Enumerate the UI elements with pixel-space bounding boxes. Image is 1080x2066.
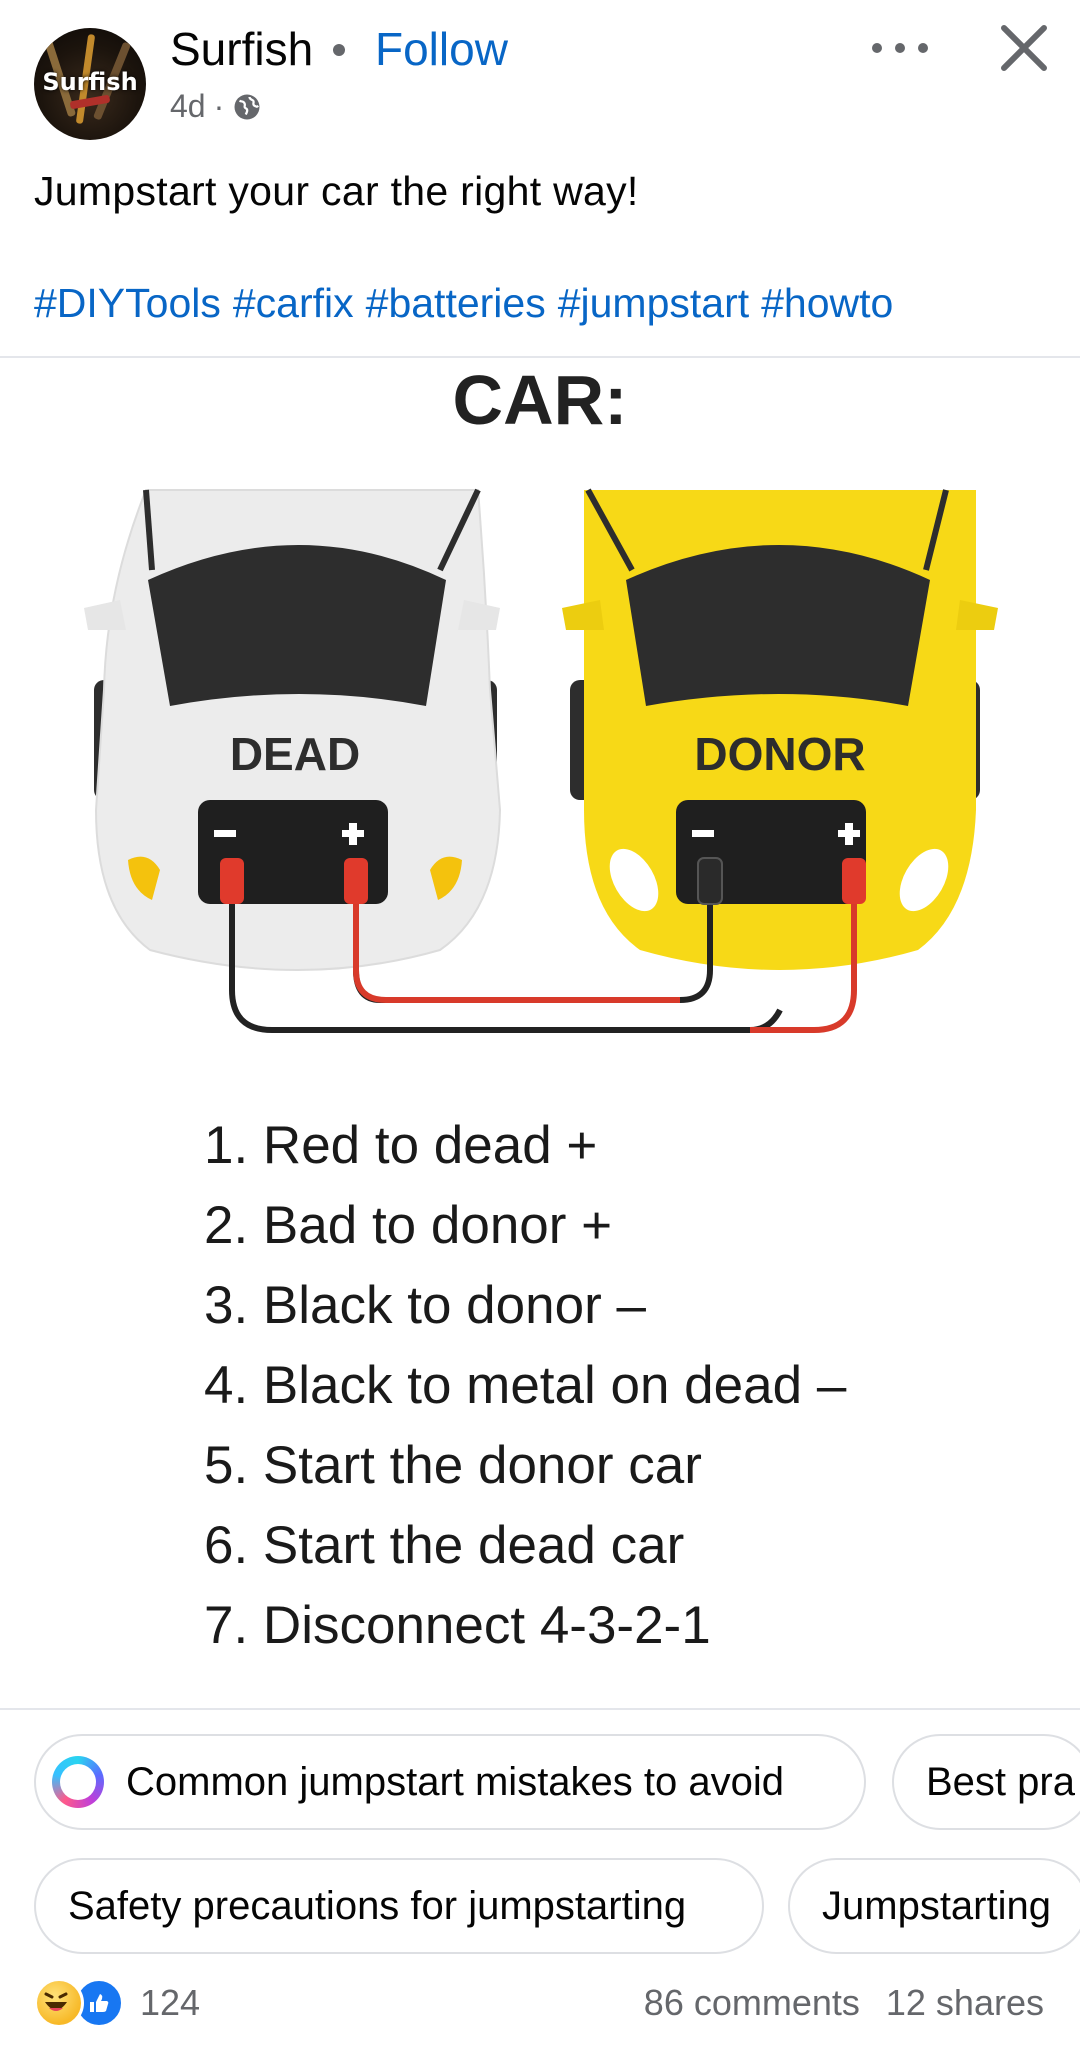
author-name[interactable]: Surfish xyxy=(170,23,314,75)
step-item: 1. Red to dead + xyxy=(204,1116,598,1175)
reactions-summary[interactable]: 124 xyxy=(34,1978,200,2028)
follow-button[interactable]: Follow xyxy=(375,23,508,75)
meta-dot: · xyxy=(213,88,225,124)
jumpstart-diagram: DEAD DONOR xyxy=(84,488,998,1033)
step-item: 6. Start the dead car xyxy=(204,1516,685,1575)
more-options-icon[interactable] xyxy=(872,34,928,62)
related-chip[interactable]: Common jumpstart mistakes to avoid xyxy=(34,1734,866,1830)
close-icon[interactable] xyxy=(996,20,1052,76)
engagement-stats: 86 comments 12 shares xyxy=(644,1982,1044,2024)
divider xyxy=(0,356,1080,358)
red-cable-donor xyxy=(750,890,857,1033)
black-cable xyxy=(229,890,783,1033)
chip-label: Common jumpstart mistakes to avoid xyxy=(126,1759,785,1804)
reaction-count: 124 xyxy=(140,1982,201,2023)
post-caption: Jumpstart your car the right way! xyxy=(34,168,639,214)
chip-label: Best pra xyxy=(926,1759,1075,1804)
red-cable xyxy=(353,890,680,1003)
avatar[interactable]: Surfish xyxy=(34,28,146,140)
hashtag-link[interactable]: #carfix xyxy=(232,280,354,326)
separator-dot xyxy=(333,44,345,56)
hashtag-link[interactable]: #jumpstart xyxy=(557,280,750,326)
image-title: CAR: xyxy=(452,361,628,439)
step-item: 4. Black to metal on dead – xyxy=(204,1356,847,1415)
globe-icon xyxy=(234,94,260,119)
hashtag-list: #DIYTools#carfix#batteries#jumpstart#how… xyxy=(34,280,905,327)
chip-label: Jumpstarting xyxy=(822,1883,1051,1928)
post-meta: 4d · xyxy=(170,88,262,125)
steps-list: 1. Red to dead + 2. Bad to donor + 3. Bl… xyxy=(204,1106,846,1666)
hashtag-link[interactable]: #batteries xyxy=(365,280,546,326)
step-item: 2. Bad to donor + xyxy=(204,1196,613,1255)
meta-ai-icon xyxy=(52,1756,104,1808)
avatar-label: Surfish xyxy=(42,68,138,96)
step-item: 5. Start the donor car xyxy=(204,1436,702,1495)
related-chip[interactable]: Best pra xyxy=(892,1734,1080,1830)
hashtag-link[interactable]: #howto xyxy=(761,280,894,326)
dead-battery xyxy=(198,800,388,904)
donor-label: DONOR xyxy=(694,728,865,780)
related-chip[interactable]: Jumpstarting xyxy=(788,1858,1080,1954)
shares-link[interactable]: 12 shares xyxy=(885,1982,1044,2023)
divider xyxy=(0,1708,1080,1710)
related-chip[interactable]: Safety precautions for jumpstarting xyxy=(34,1858,764,1954)
dead-car xyxy=(84,488,502,971)
step-item: 7. Disconnect 4-3-2-1 xyxy=(204,1596,711,1655)
dead-label: DEAD xyxy=(230,728,360,780)
hashtag-link[interactable]: #DIYTools xyxy=(34,280,221,326)
step-item: 3. Black to donor – xyxy=(204,1276,646,1335)
donor-battery xyxy=(676,800,866,904)
post-age: 4d xyxy=(170,88,206,124)
chip-label: Safety precautions for jumpstarting xyxy=(68,1883,687,1928)
comments-link[interactable]: 86 comments xyxy=(643,1982,860,2023)
haha-reaction-icon xyxy=(34,1978,84,2028)
